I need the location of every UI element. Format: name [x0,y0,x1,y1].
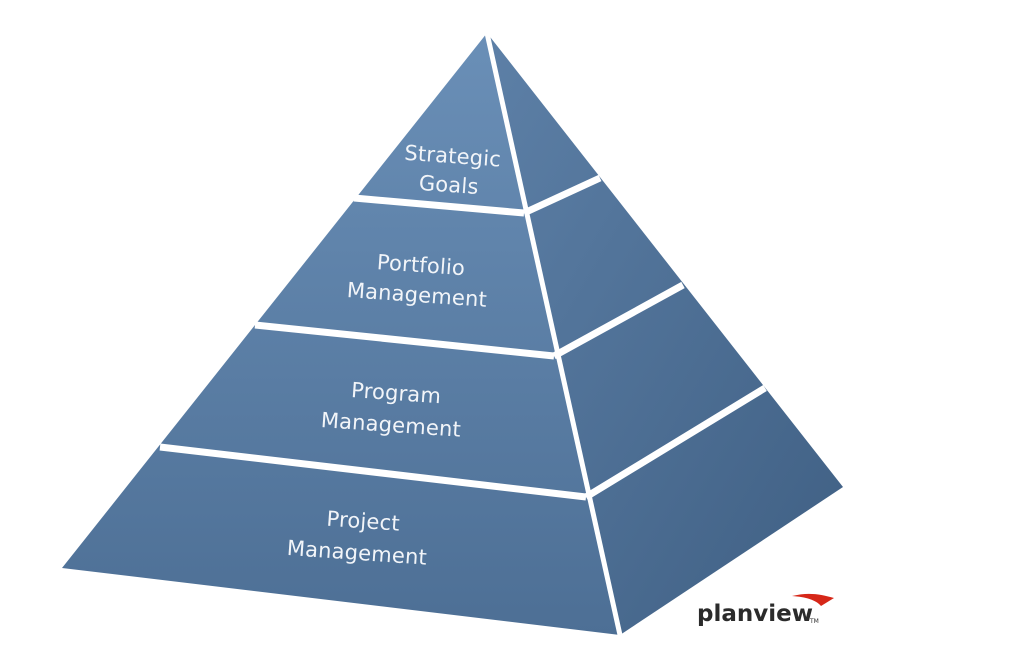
tier-4-line-1: Project [326,507,401,536]
pyramid-edge [484,32,623,636]
separator-1-front [353,194,525,217]
brand-trademark: TM [809,618,819,625]
tier-1-line-2: Goals [418,171,479,199]
separator-3-front [159,443,587,501]
separator-2-front [254,321,555,360]
separator-3-side [584,385,767,500]
separator-2-side [552,281,685,360]
tier-separators [159,174,767,501]
planview-logo: planview TM [697,593,834,627]
pyramid-side-face [487,33,843,635]
separator-1-side [522,174,602,217]
logo-swoosh-icon [792,593,834,606]
brand-name: planview [697,601,813,627]
